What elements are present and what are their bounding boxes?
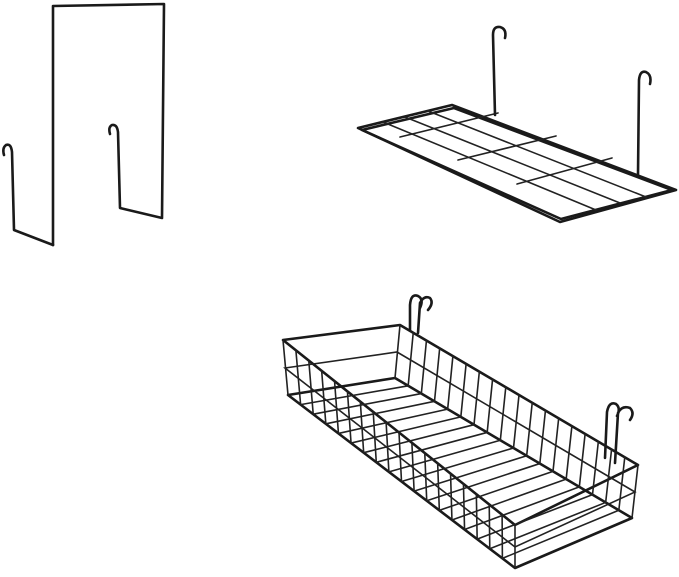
basket-wire-bar [407, 331, 415, 387]
basket-bottom-wire [425, 462, 541, 502]
basket-wire-bar [604, 448, 613, 504]
basket-wire-bar [320, 370, 327, 425]
basket-wire-bar [512, 394, 520, 449]
basket-wire-bar [552, 417, 560, 473]
basket-bottom-wire [463, 486, 581, 531]
basket-wire-bar [460, 363, 467, 418]
basket-wire-bar [411, 441, 415, 492]
basket-wire-bar [618, 456, 626, 512]
basket-bottom-wire [337, 408, 449, 435]
basket-bottom-wire [476, 493, 594, 540]
basket-wire-bar [295, 349, 302, 406]
basket-wire-bar [433, 347, 441, 403]
basket-wire-bar [420, 339, 428, 395]
basket-wire-bar [578, 433, 586, 488]
basket-wire-bar [539, 409, 547, 465]
basket-bottom-wire [413, 454, 528, 492]
basket-bottom-wire [451, 478, 567, 521]
basket-wire-bar [473, 370, 481, 426]
basket-wire-bar [398, 431, 403, 483]
wire-shelf [356, 25, 678, 224]
basket-wire-bar [359, 400, 365, 454]
basket-wire-bar [446, 355, 454, 410]
basket-wire-bar [525, 401, 534, 457]
basket-wire-bar [436, 462, 441, 512]
basket-bottom-wire [362, 423, 475, 454]
basket-wire-bar [486, 378, 494, 434]
basket-bottom-wire [350, 416, 462, 444]
basket-wire-bar [591, 440, 600, 496]
basket-wire-bar [449, 472, 453, 521]
basket-wire-bar [499, 386, 507, 442]
basket-bottom-wire [438, 470, 554, 512]
basket-bottom-wire [488, 501, 607, 550]
basket-bottom-wire [388, 439, 502, 473]
basket-wire-bar [475, 493, 478, 540]
basket-wire-bar [488, 503, 491, 550]
basket-wire-bar [565, 425, 573, 480]
basket-bottom-wire [325, 400, 436, 425]
basket-wire-bar [423, 452, 428, 502]
basket-wire-bar [462, 483, 466, 531]
basket-bottom-wire [312, 392, 423, 416]
basket-wire-bar [372, 411, 378, 464]
basket-wire-bar [333, 380, 340, 435]
basket-bottom-wire [501, 509, 620, 560]
basket-bottom-wire [299, 384, 409, 406]
basket-wire-bar [385, 421, 390, 473]
wire-hook-bracket [2, 2, 166, 247]
basket-wire-bar [307, 359, 315, 416]
basket-bottom-wire [400, 447, 515, 483]
basket-wire-bar [346, 390, 352, 444]
basket-bottom-wire [375, 431, 488, 464]
wire-basket [281, 294, 640, 570]
